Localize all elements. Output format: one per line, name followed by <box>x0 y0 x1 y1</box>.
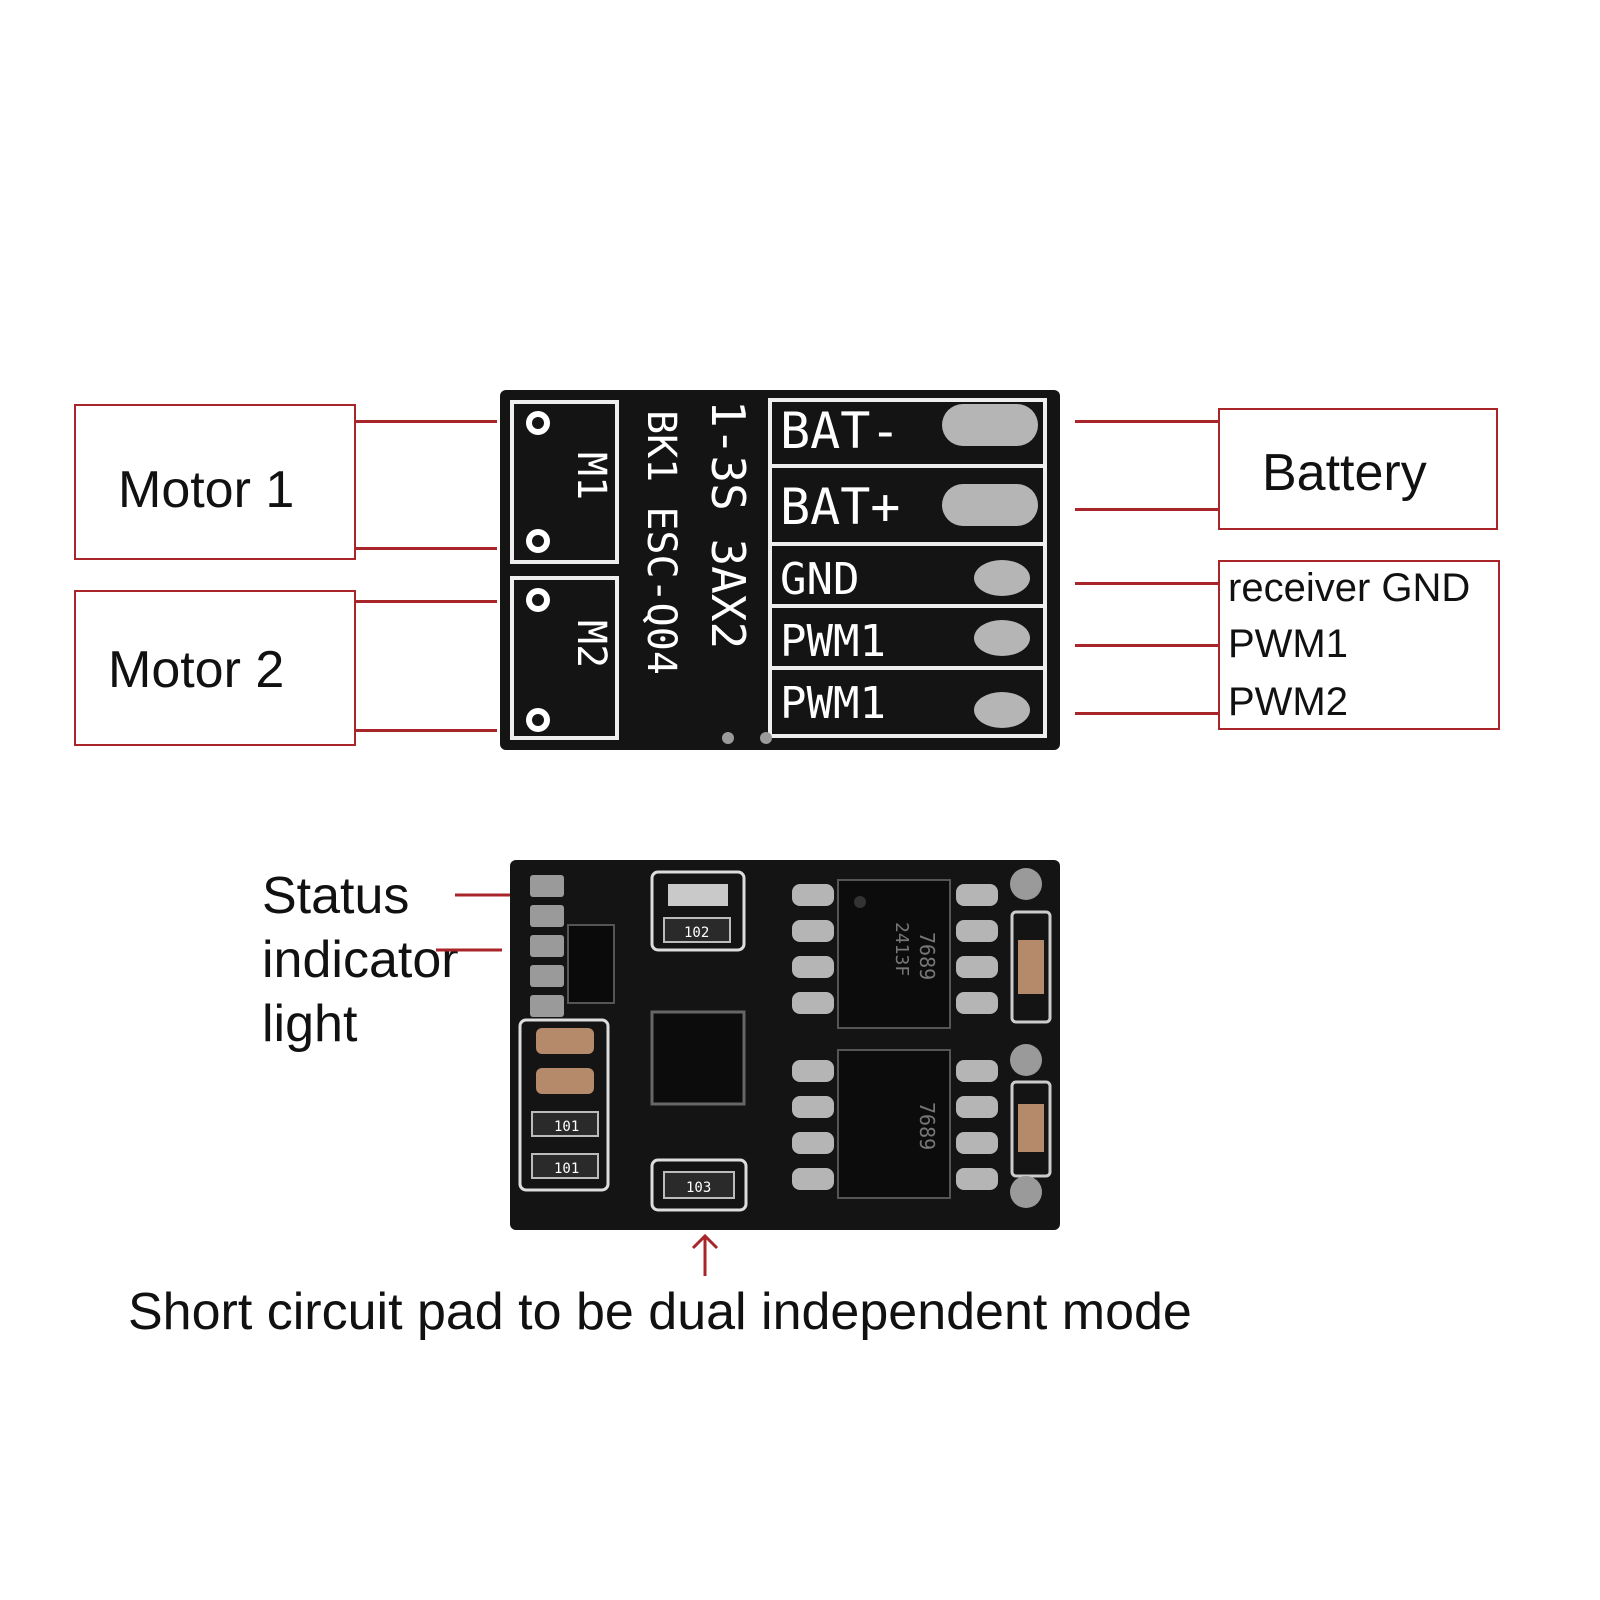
resistor-code-3: 101 <box>554 1161 579 1177</box>
resistor-code-2: 101 <box>554 1119 579 1135</box>
status-led <box>530 875 564 897</box>
battery-box <box>1218 408 1498 530</box>
receiver-gnd-label: receiver GND <box>1228 566 1471 610</box>
silk-gnd: GND <box>780 554 859 605</box>
short-circuit-pad <box>650 1158 748 1212</box>
receiver-box <box>1218 560 1500 730</box>
silk-m1: M1 <box>568 452 614 500</box>
mosfet-2 <box>837 1049 951 1199</box>
motor2-label: Motor 2 <box>108 641 285 699</box>
mosfet-1-date: 2413F <box>891 922 912 976</box>
silk-model: BK1 ESC-Q04 <box>638 410 684 675</box>
wire-bat-plus <box>1075 508 1218 511</box>
short-pad-arrow-icon <box>691 1233 719 1276</box>
pad-gnd <box>974 560 1030 596</box>
wire-motor2-a <box>354 600 497 603</box>
wire-pwm2 <box>1075 712 1220 715</box>
silk-pwm1-b: PWM1 <box>780 678 886 729</box>
wire-bat-minus <box>1075 420 1218 423</box>
mosfet-2-code: 7689 <box>915 1102 939 1150</box>
pad-bat-minus <box>942 404 1038 446</box>
wire-motor1-a <box>354 420 497 423</box>
silk-rating: 1-3S 3AX2 <box>701 400 755 649</box>
wire-motor2-b <box>354 729 497 732</box>
pad-bat-plus <box>942 484 1038 526</box>
wire-gnd <box>1075 582 1220 585</box>
pwm1-label: PWM1 <box>1228 622 1348 666</box>
silk-pwm1-a: PWM1 <box>780 616 886 667</box>
resistor-code-4: 103 <box>686 1180 711 1196</box>
pad-pwm1 <box>974 620 1030 656</box>
board-front: M1 M2 BK1 ESC-Q04 1-3S 3AX2 BAT- BAT+ GN… <box>500 390 1060 750</box>
wire-pwm1 <box>1075 644 1220 647</box>
wire-motor1-b <box>354 547 497 550</box>
board-back: 102 101 101 103 7689 2413F 7689 <box>510 860 1060 1230</box>
mcu-chip <box>650 1010 746 1106</box>
motor1-label: Motor 1 <box>118 461 295 519</box>
silk-bat-minus: BAT- <box>780 402 900 460</box>
status-light-label: Status indicator light <box>262 867 459 1053</box>
battery-label: Battery <box>1262 444 1427 502</box>
motor1-box <box>74 404 356 560</box>
pad-pwm2 <box>974 692 1030 728</box>
pwm2-label: PWM2 <box>1228 680 1348 724</box>
motor2-box <box>74 590 356 746</box>
short-circuit-label: Short circuit pad to be dual independent… <box>128 1283 1192 1341</box>
silk-m2: M2 <box>568 620 614 668</box>
silk-bat-plus: BAT+ <box>780 478 900 536</box>
resistor-code-1: 102 <box>684 925 709 941</box>
mosfet-1-code: 7689 <box>915 932 939 980</box>
